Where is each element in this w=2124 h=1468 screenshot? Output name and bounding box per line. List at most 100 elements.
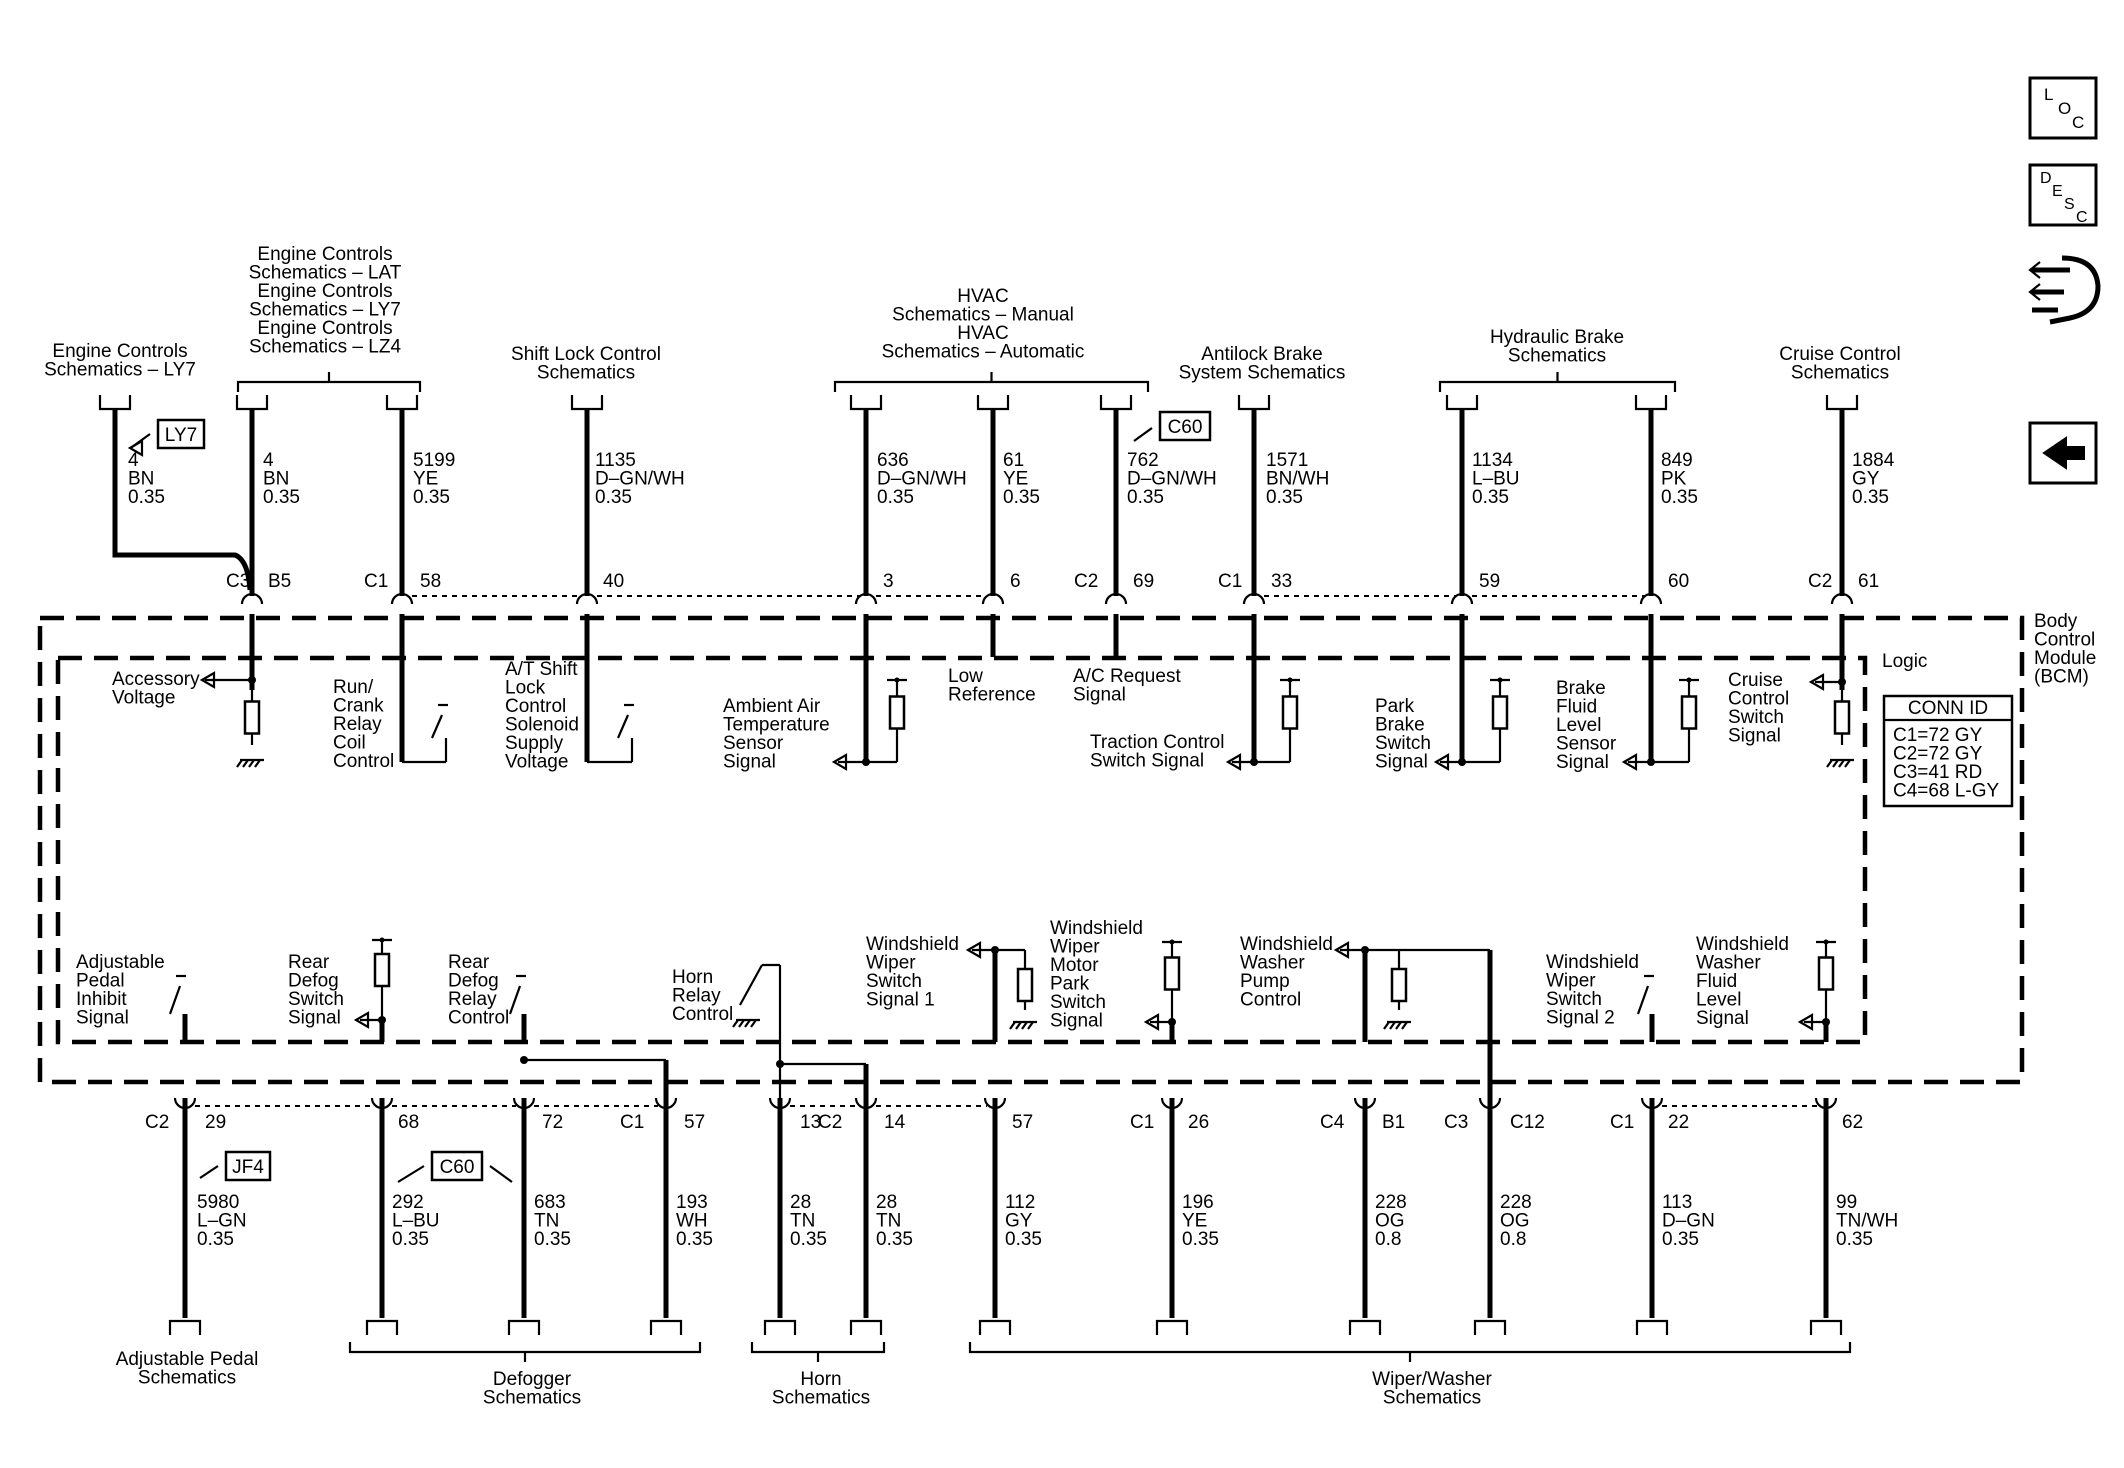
signal-washer-pump: Windshield (1240, 934, 1333, 955)
top-pin-label: 59 (1479, 571, 1500, 592)
bottom-wire-label: TN (534, 1211, 559, 1232)
signal-wiper-switch-2: Windshield (1546, 952, 1639, 973)
switch-icon (1636, 985, 1650, 1015)
signal-arrow-icon (199, 671, 216, 689)
connector-tool-icon[interactable] (2028, 261, 2041, 301)
signal-rear-defog-relay: Control (448, 1008, 509, 1029)
harness-connector-icon (976, 395, 1010, 411)
harness-connector-icon (1634, 395, 1668, 411)
top-wire-ly7 (112, 410, 253, 591)
bottom-wire-label: 99 (1836, 1192, 1857, 1213)
top-wire-label: PK (1661, 469, 1687, 490)
back-arrow-icon[interactable] (2042, 436, 2085, 470)
bottom-destination-adjustable-pedal: Adjustable Pedal (116, 1349, 259, 1370)
top-wire-label: D–GN/WH (1127, 469, 1217, 490)
top-wire-label: 0.35 (263, 487, 300, 508)
conn-id-line: C3=41 RD (1893, 762, 1982, 783)
bottom-connector-label: C1 (620, 1112, 644, 1133)
bottom-connector-label: C1 (1610, 1112, 1634, 1133)
top-pin-label: 3 (883, 571, 894, 592)
resistor-icon (888, 695, 906, 730)
bottom-connector-label: C4 (1320, 1112, 1345, 1133)
signal-rear-defog-switch: Rear (288, 952, 330, 973)
signal-washer-fluid: Signal (1696, 1008, 1749, 1029)
bottom-destination-horn: Horn (800, 1369, 841, 1390)
top-wire-label: 0.35 (128, 487, 165, 508)
top-connector-label: C2 (1074, 571, 1098, 592)
bottom-destination-horn: Schematics (772, 1388, 870, 1409)
signal-cruise-control: Signal (1728, 726, 1781, 747)
resistor-icon (1016, 967, 1034, 1003)
signal-park-brake: Brake (1375, 715, 1425, 736)
bottom-wire-label: L–GN (197, 1211, 247, 1232)
bottom-wire-label: 0.8 (1375, 1229, 1401, 1250)
top-destination-engine-controls: Schematics – LY7 (249, 300, 401, 321)
signal-arrow-icon (1333, 941, 1350, 959)
harness-connector-icon (849, 1319, 883, 1335)
signal-wiper-switch-1: Windshield (866, 934, 959, 955)
pin-socket-icon (1242, 592, 1266, 605)
bottom-pin-label: 29 (205, 1112, 226, 1133)
top-wire-label: 1884 (1852, 450, 1895, 471)
top-connector-label: C2 (1808, 571, 1832, 592)
top-destination-cruise-control: Schematics (1791, 363, 1889, 384)
bottom-wire-label: TN (790, 1211, 815, 1232)
top-destination-antilock-brake: System Schematics (1179, 363, 1346, 384)
signal-park-brake: Park (1375, 696, 1415, 717)
top-destination-hvac: HVAC (957, 286, 1008, 307)
signal-wiper-switch-1: Signal 1 (866, 990, 935, 1011)
top-wire-label: 5199 (413, 450, 455, 471)
top-wire-label: 61 (1003, 450, 1024, 471)
pin-socket-icon (854, 592, 878, 605)
bottom-wire-label: WH (676, 1211, 708, 1232)
desc-button-icon: D (2040, 170, 2052, 187)
logic-outline (55, 655, 1868, 1045)
top-destination-engine-controls: Schematics – LZ4 (249, 337, 401, 358)
top-wire-label: 0.35 (1266, 487, 1303, 508)
bottom-wire-label: 196 (1182, 1192, 1214, 1213)
bottom-wire-label: 113 (1662, 1192, 1692, 1213)
top-destination-hydraulic-brake: Hydraulic Brake (1490, 327, 1624, 348)
signal-horn-relay: Control (672, 1004, 733, 1025)
connector-tool-icon[interactable] (2032, 255, 2101, 325)
signal-arrow-icon (965, 941, 982, 959)
top-pin-label: 69 (1133, 571, 1154, 592)
signal-run-crank: Run/ (333, 677, 374, 698)
top-wire-label: 0.35 (595, 487, 632, 508)
loc-button-frame[interactable] (2028, 76, 2098, 140)
signal-washer-fluid: Windshield (1696, 934, 1789, 955)
top-wire-label: BN/WH (1266, 469, 1329, 490)
top-destination-engine-ly7: Schematics – LY7 (44, 360, 196, 381)
signal-arrow-icon (1797, 1013, 1814, 1031)
signal-run-crank: Crank (333, 696, 384, 717)
signal-wiper-switch-1: Switch (866, 971, 922, 992)
resistor-icon (1817, 956, 1835, 991)
ground-icon (1383, 1021, 1390, 1030)
conn-id-box (1882, 694, 2014, 808)
top-wire-label: 0.35 (1661, 487, 1698, 508)
signal-accessory-voltage: Voltage (112, 688, 175, 709)
signal-wiper-motor-park: Wiper (1050, 937, 1100, 958)
bottom-connector-label: C3 (1444, 1112, 1468, 1133)
signal-ambient-air: Signal (723, 752, 776, 773)
module-name: Module (2034, 648, 2096, 669)
switch-icon (616, 714, 630, 739)
node-dot (1497, 677, 1503, 683)
top-wire-label: 1134 (1472, 450, 1513, 471)
harness-connector-icon (570, 395, 604, 411)
signal-rear-defog-switch: Defog (288, 971, 339, 992)
loc-button[interactable]: LOC (2028, 76, 2098, 140)
module-outline (37, 615, 2025, 1085)
bottom-wire-label: OG (1375, 1211, 1405, 1232)
bottom-pin-label: 57 (684, 1112, 705, 1133)
pin-socket-icon (390, 592, 414, 605)
signal-park-brake: Signal (1375, 752, 1428, 773)
harness-connector-icon (365, 1319, 399, 1335)
signal-rear-defog-relay: Relay (448, 989, 497, 1010)
signal-at-shift-lock: Voltage (505, 752, 568, 773)
desc-button-frame[interactable] (2028, 163, 2098, 227)
option-tag-c60-bottom (430, 1150, 484, 1182)
top-destination-hvac: HVAC (957, 323, 1008, 344)
